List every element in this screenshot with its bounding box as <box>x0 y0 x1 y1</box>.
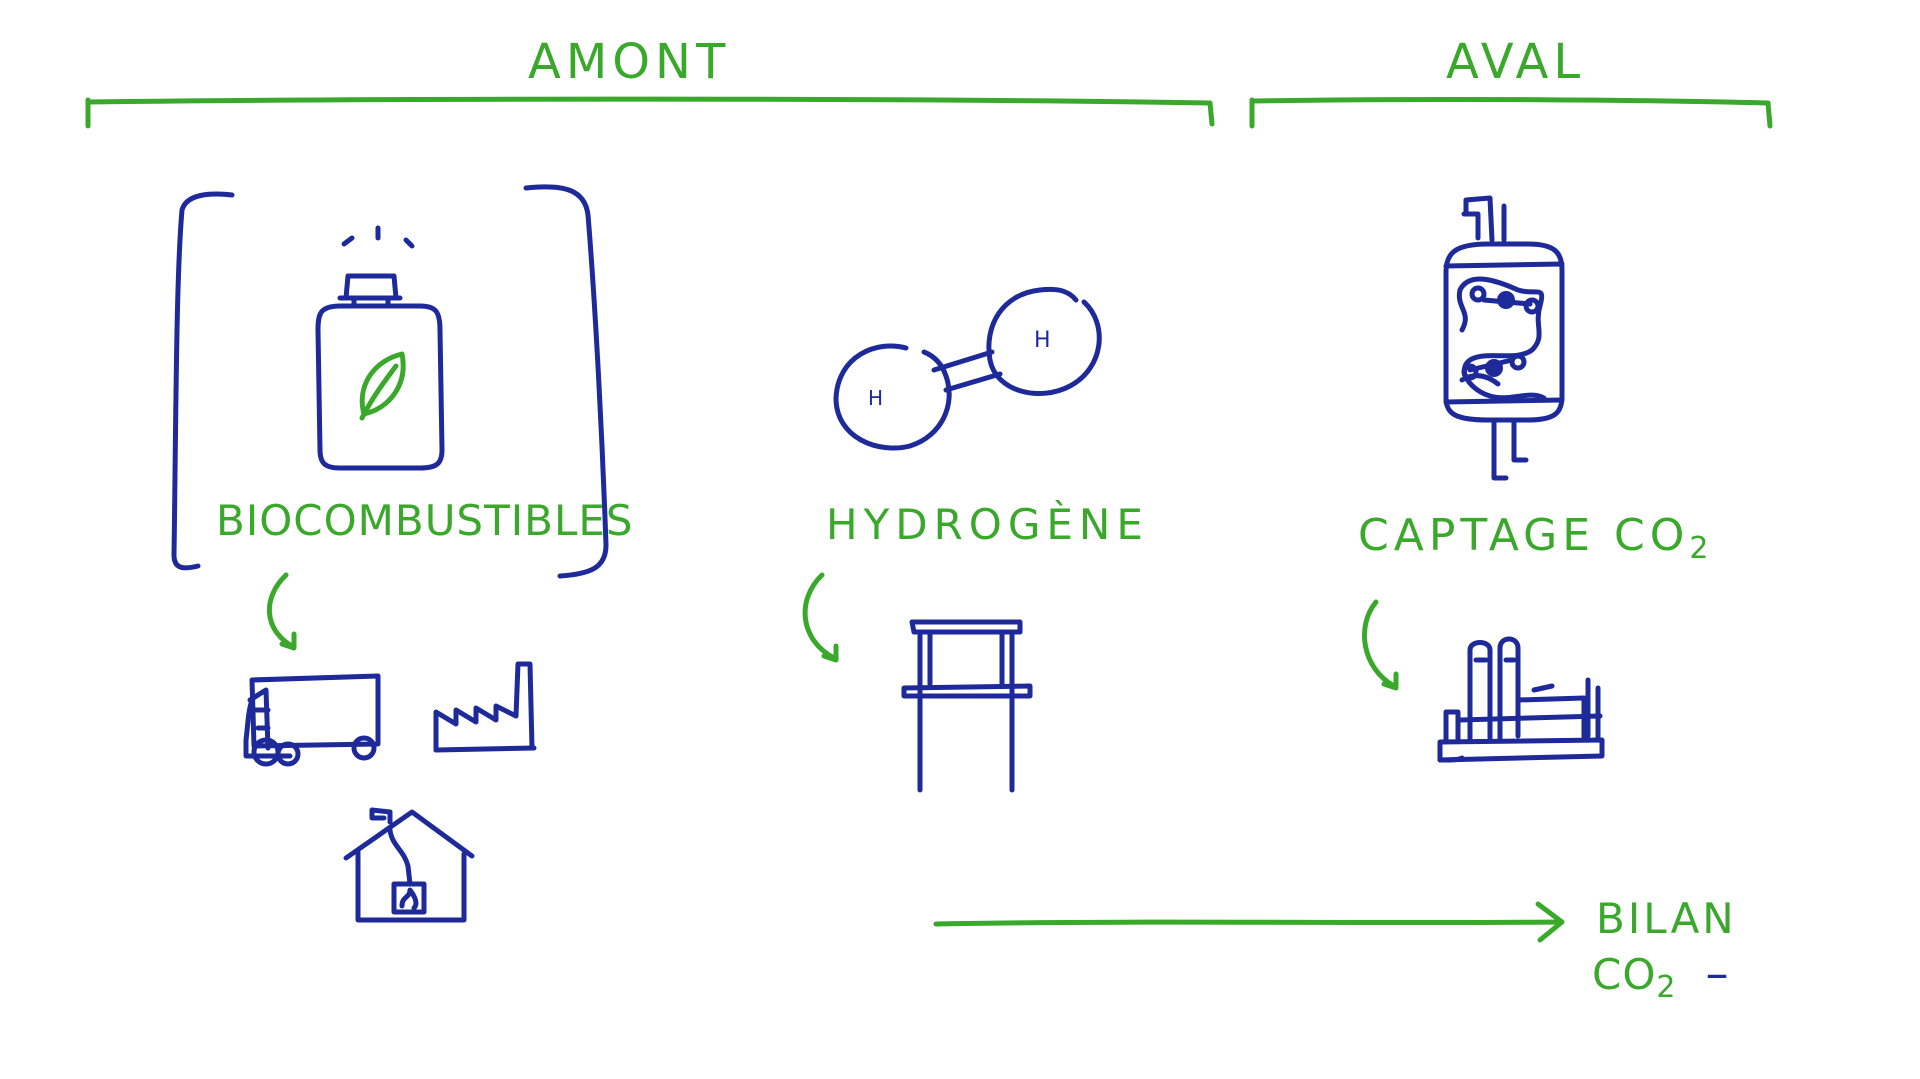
aval-brace <box>1249 97 1773 129</box>
arrow-hydrogene <box>802 572 839 663</box>
gas-bottle-leaf-icon <box>315 225 445 471</box>
hydrogen-molecule-icon <box>833 286 1102 451</box>
hydrogen-atom-right-label: H <box>1034 328 1051 353</box>
pipe-column-icon <box>901 619 1033 793</box>
house-heating-icon <box>343 807 475 923</box>
bilan-arrow <box>933 901 1565 943</box>
bilan-co2-subscript: 2 <box>1656 970 1676 1005</box>
bilan-co2-label: CO2– <box>1592 950 1729 1003</box>
amont-brace <box>85 96 1215 129</box>
factory-icon <box>433 661 537 753</box>
captage-co2-label: CAPTAGE CO2 <box>1358 514 1708 564</box>
captage-co2-subscript: 2 <box>1689 531 1709 566</box>
bilan-label: BILAN <box>1596 894 1737 943</box>
co2-capture-tank-icon <box>1443 195 1565 481</box>
industrial-plant-icon <box>1437 636 1605 763</box>
captage-co2-text: CAPTAGE CO <box>1358 510 1690 561</box>
truck-icon <box>243 673 381 767</box>
hydrogene-label: HYDROGÈNE <box>826 500 1149 549</box>
bilan-co2-text: CO <box>1592 950 1657 999</box>
aval-title: AVAL <box>1446 34 1586 90</box>
arrow-biocombustibles <box>267 572 297 651</box>
hydrogen-atom-left-label: H <box>868 386 884 410</box>
biocombustibles-bracket <box>171 184 609 579</box>
amont-title: AMONT <box>528 34 731 90</box>
arrow-captage <box>1361 599 1399 691</box>
bilan-negative-sign: – <box>1705 946 1730 1000</box>
biocombustibles-label: BIOCOMBUSTIBLES <box>216 496 634 545</box>
